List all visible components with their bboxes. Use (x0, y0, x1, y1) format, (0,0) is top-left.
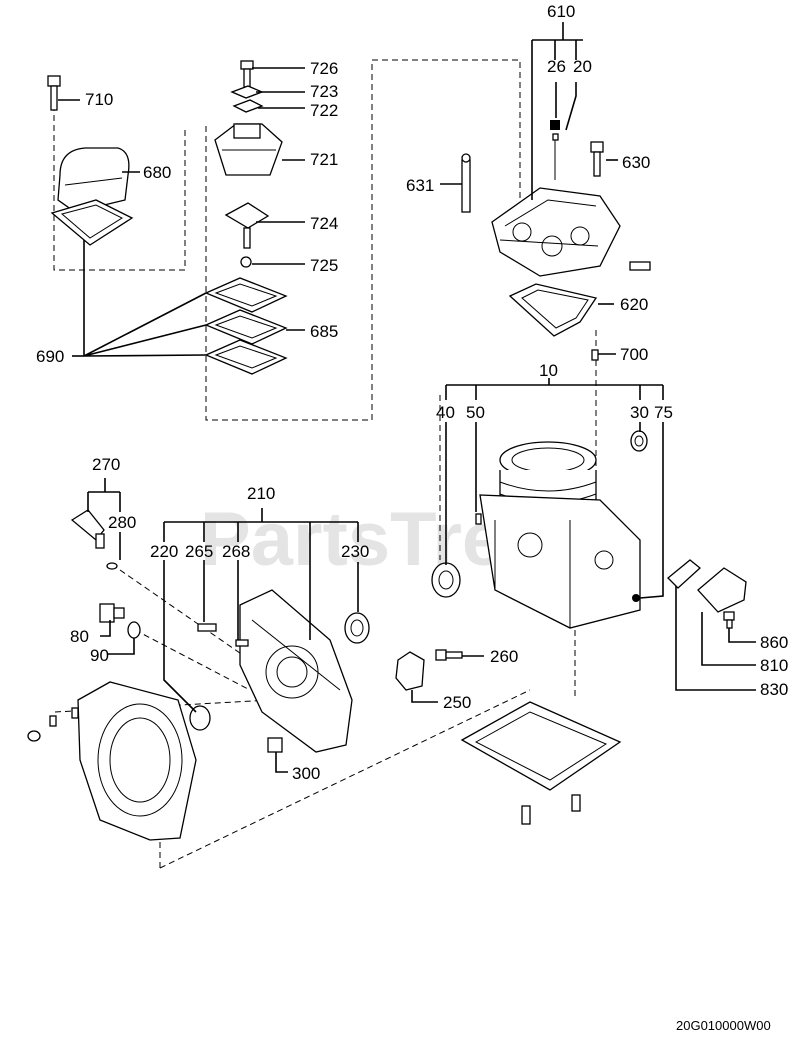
callout-265: 265 (185, 542, 213, 561)
callout-280: 280 (108, 513, 136, 532)
gasket-stack-685 (204, 277, 288, 375)
callout-610: 610 (547, 2, 575, 21)
callout-860: 860 (760, 633, 788, 652)
valve-cover-gasket-690a (50, 199, 134, 246)
washer-90 (127, 621, 141, 639)
plug-300 (267, 737, 283, 753)
intake-manifold-721 (214, 123, 283, 176)
valve-26 (550, 120, 560, 180)
callout-50: 50 (466, 403, 485, 422)
plug-630 (590, 141, 604, 177)
callout-230: 230 (341, 542, 369, 561)
small-fasteners (27, 707, 79, 742)
callout-700: 700 (620, 345, 648, 364)
callout-631: 631 (406, 176, 434, 195)
stud-631 (461, 153, 471, 213)
oring-280 (106, 562, 118, 570)
callout-26: 26 (547, 57, 566, 76)
callout-80: 80 (70, 627, 89, 646)
callout-690: 690 (36, 347, 64, 366)
callout-685: 685 (310, 322, 338, 341)
valve-cover-group-outline (53, 95, 186, 271)
bolt-260 (435, 649, 463, 661)
screw-860 (723, 611, 735, 629)
reed-block-810 (697, 567, 747, 613)
callout-724: 724 (310, 214, 338, 233)
plug-80 (99, 603, 125, 623)
callout-710: 710 (85, 90, 113, 109)
cylinder-head-610 (491, 187, 651, 277)
oil-seal-230 (344, 612, 370, 644)
callout-726: 726 (310, 59, 338, 78)
callout-250: 250 (443, 693, 471, 712)
crankcase-10 (479, 441, 641, 629)
callout-680: 680 (143, 163, 171, 182)
reed-valve-830 (667, 559, 702, 589)
callout-300: 300 (292, 764, 320, 783)
oil-seal-40 (431, 562, 461, 598)
oil-pan-gasket (460, 701, 622, 825)
callout-630: 630 (622, 153, 650, 172)
ball-75 (632, 594, 640, 602)
governor-250 (395, 651, 425, 691)
pin-50 (475, 513, 482, 525)
dowel-265 (197, 623, 217, 632)
callout-810: 810 (760, 656, 788, 675)
callout-270: 270 (92, 455, 120, 474)
callout-620: 620 (620, 295, 648, 314)
callout-260: 260 (490, 647, 518, 666)
callout-725: 725 (310, 256, 338, 275)
callout-75: 75 (654, 403, 673, 422)
screw-726 (240, 60, 254, 88)
callout-721: 721 (310, 150, 338, 169)
gasket-724 (224, 202, 270, 249)
callout-20: 20 (573, 57, 592, 76)
sensor-270 (70, 509, 105, 549)
mounting-flange (77, 681, 197, 841)
callout-268: 268 (222, 542, 250, 561)
bolt-710 (47, 75, 61, 111)
pin-268 (235, 639, 249, 647)
crankcase-cover-210 (239, 589, 353, 753)
callout-90: 90 (90, 646, 109, 665)
callout-723: 723 (310, 82, 338, 101)
leader-lines (58, 22, 756, 773)
nut-725 (240, 256, 252, 268)
callout-210: 210 (247, 484, 275, 503)
crankcase-cover-alignment-line (159, 689, 531, 869)
callout-40: 40 (436, 403, 455, 422)
diagram-code: 20G010000W00 (676, 1018, 771, 1033)
washer-722 (232, 99, 264, 113)
callout-10: 10 (539, 361, 558, 380)
head-gasket-620 (508, 283, 598, 337)
callout-722: 722 (310, 101, 338, 120)
callout-30: 30 (630, 403, 649, 422)
valve-cover-680 (57, 147, 130, 213)
pin-700 (591, 349, 599, 361)
callout-220: 220 (150, 542, 178, 561)
callout-labels: 610 26 20 630 631 620 700 10 40 50 30 75… (36, 2, 788, 1033)
intake-group-outline (205, 59, 521, 421)
plug-30 (630, 430, 648, 452)
callout-830: 830 (760, 680, 788, 699)
